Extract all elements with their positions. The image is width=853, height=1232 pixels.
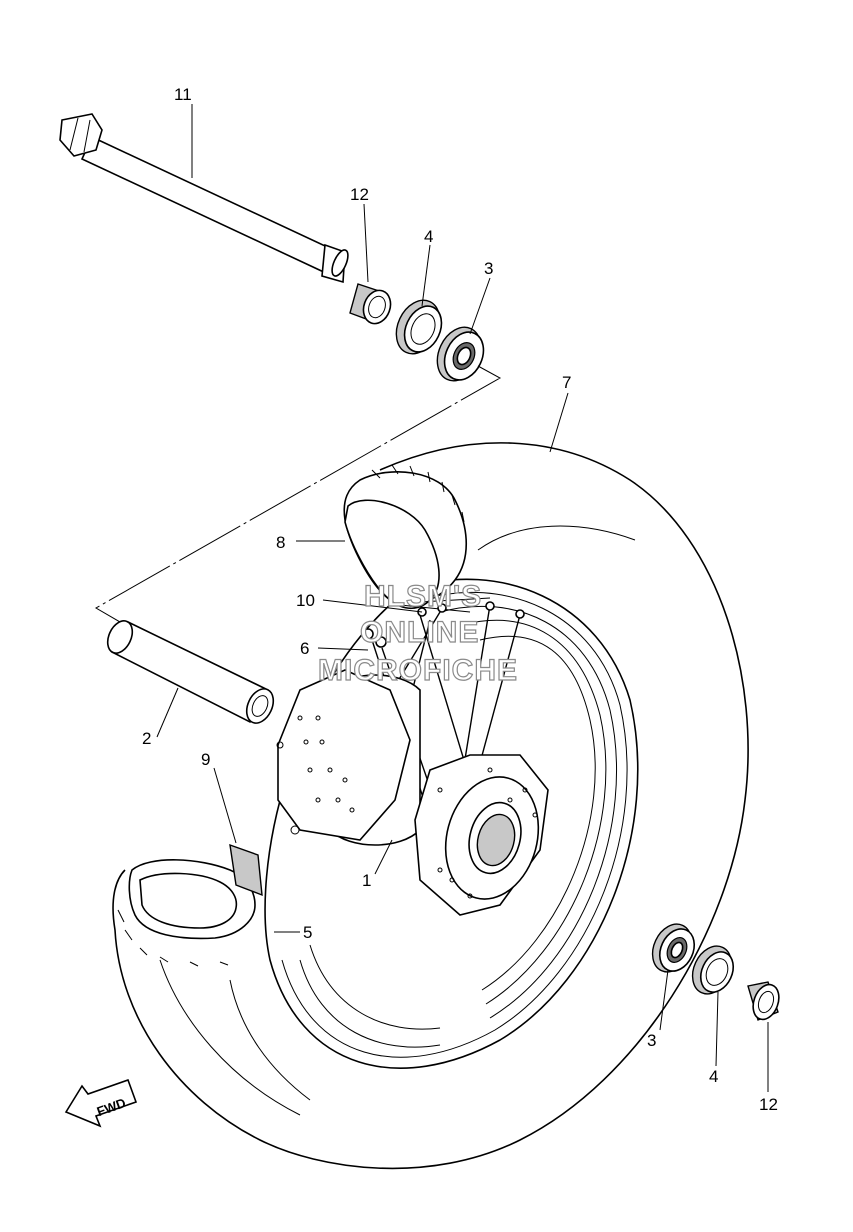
hub-part	[276, 669, 549, 916]
collar-part-top	[349, 283, 392, 325]
callout-12-bottom: 12	[759, 1095, 778, 1114]
callout-11: 11	[174, 85, 192, 104]
callout-3-bottom: 3	[647, 1031, 656, 1050]
callout-5: 5	[303, 923, 312, 942]
rim-band-part	[343, 464, 468, 610]
watermark-line-1: HLSM'S	[364, 580, 482, 613]
oil-seal-part-bottom	[691, 945, 735, 995]
callout-7: 7	[562, 373, 571, 392]
oil-seal-part-top	[395, 299, 443, 355]
callout-8: 8	[276, 533, 285, 552]
callout-4-bottom: 4	[709, 1067, 718, 1086]
bearing-part-top	[436, 326, 485, 382]
callout-4-top: 4	[424, 227, 433, 246]
callout-2: 2	[142, 729, 151, 748]
callout-12-top: 12	[350, 185, 369, 204]
callout-9: 9	[201, 750, 210, 769]
axle-part	[59, 113, 349, 284]
callout-10: 10	[296, 591, 315, 610]
callout-3-top: 3	[484, 259, 493, 278]
collar-part-bottom	[747, 981, 780, 1021]
leader-lines	[156, 104, 769, 1092]
tube-part	[117, 843, 263, 967]
bearing-part-bottom	[651, 923, 696, 973]
watermark: HLSM'S ONLINE MICROFICHE	[317, 579, 518, 687]
callout-labels: 11 12 4 3 7 8 10 6 2 9 1 5 3 4 12	[142, 85, 778, 1114]
callout-6: 6	[300, 639, 309, 658]
watermark-line-3: MICROFICHE	[318, 654, 518, 687]
callout-1: 1	[362, 871, 371, 890]
fwd-arrow-icon: FWD	[64, 1078, 138, 1128]
spacer-part	[106, 620, 275, 724]
watermark-line-2: ONLINE	[360, 616, 479, 649]
